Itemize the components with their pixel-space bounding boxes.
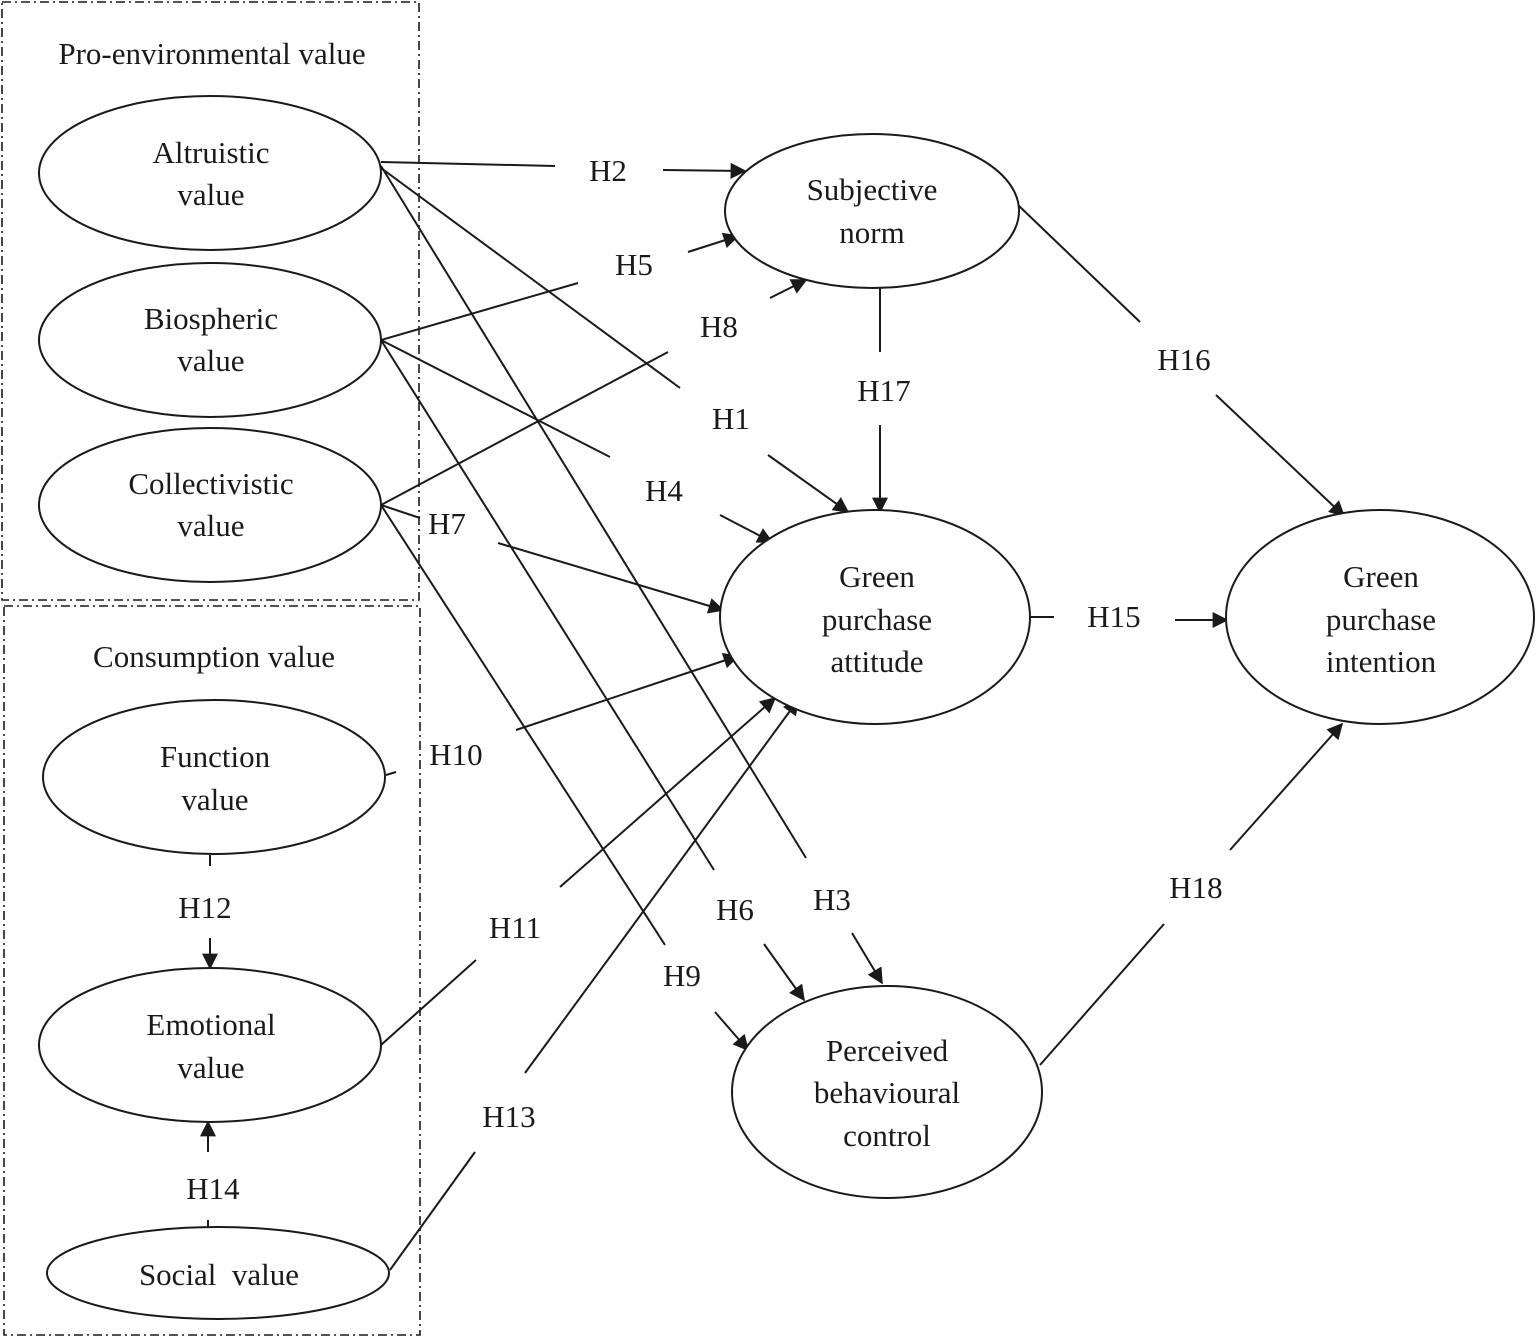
node-function-value: Function value [42,699,386,855]
node-collectivistic-line-2: value [177,508,244,543]
edge-label-h4: H4 [645,473,683,508]
edge-label-h16: H16 [1157,342,1210,377]
edge-label-h2: H2 [589,153,627,188]
edge-label-h6: H6 [716,892,754,927]
edge-h8: H8 [380,279,808,506]
edge-h5: H5 [380,232,740,341]
node-attitude-line-3: attitude [831,644,924,679]
edge-h10: H10 [385,652,740,776]
node-attitude-line-1: Green [839,559,915,594]
edge-h6: H6 [380,339,805,1002]
node-subjective-norm: Subjective norm [724,133,1020,289]
edge-h3: H3 [380,165,883,985]
edge-label-h9: H9 [663,958,701,993]
node-altruistic-line-1: Altruistic [152,135,269,170]
edge-h13: H13 [389,698,799,1271]
edge-h1: H1 [380,167,850,513]
node-social-line-1: Social value [139,1257,299,1292]
edge-label-h5: H5 [615,247,653,282]
edge-h18: H18 [1039,722,1344,1066]
node-emotional-line-2: value [177,1050,244,1085]
edge-h9: H9 [380,504,750,1052]
node-pbc-line-1: Perceived [826,1033,949,1068]
edge-label-h7: H7 [428,506,466,541]
node-intention-line-1: Green [1343,559,1419,594]
edge-h11: H11 [380,696,777,1046]
edge-label-h13: H13 [482,1099,535,1134]
node-subjective-norm-line-2: norm [839,215,904,250]
edge-label-h3: H3 [813,882,851,917]
node-social-value: Social value [46,1226,390,1320]
edge-label-h18: H18 [1169,870,1222,905]
node-biospheric-value: Biospheric value [38,262,382,418]
edge-h15: H15 [1030,599,1229,634]
edge-label-h12: H12 [178,890,231,925]
edge-label-h15: H15 [1087,599,1140,634]
node-emotional-line-1: Emotional [146,1007,275,1042]
node-altruistic-value: Altruistic value [38,95,382,251]
pro-environmental-group-box [1,1,420,601]
node-subjective-norm-line-1: Subjective [807,172,938,207]
node-pbc-line-2: behavioural [814,1075,960,1110]
node-emotional-value: Emotional value [38,967,382,1123]
node-attitude-line-2: purchase [822,602,932,637]
node-intention-line-3: intention [1326,644,1437,679]
consumption-group-label: Consumption value [93,639,335,674]
edge-h7: H7 [380,504,725,614]
node-altruistic-line-2: value [177,177,244,212]
consumption-group-box [3,605,421,1336]
node-biospheric-line-1: Biospheric [144,301,278,336]
edge-h4: H4 [380,339,774,543]
node-biospheric-line-2: value [177,343,244,378]
node-intention-line-2: purchase [1326,602,1436,637]
node-green-purchase-attitude: Green purchase attitude [719,509,1031,725]
edge-h12: H12 [178,855,232,970]
edge-label-h10: H10 [429,737,482,772]
node-pbc-line-3: control [843,1118,931,1153]
edge-label-h11: H11 [489,910,541,945]
edge-label-h1: H1 [712,401,750,436]
node-collectivistic-line-1: Collectivistic [128,466,293,501]
node-green-purchase-intention: Green purchase intention [1225,509,1535,725]
edge-h2: H2 [380,153,747,188]
node-perceived-behavioural-control: Perceived behavioural control [731,985,1043,1199]
edge-label-h14: H14 [186,1171,240,1206]
edge-h14: H14 [186,1120,240,1228]
node-collectivistic-value: Collectivistic value [38,427,382,583]
node-function-line-1: Function [160,739,271,774]
edge-h16: H16 [1017,204,1346,518]
edge-h17: H17 [857,288,911,514]
pro-environmental-group-label: Pro-environmental value [58,36,365,71]
edge-label-h8: H8 [700,309,738,344]
edge-label-h17: H17 [857,373,910,408]
node-function-line-2: value [181,782,248,817]
